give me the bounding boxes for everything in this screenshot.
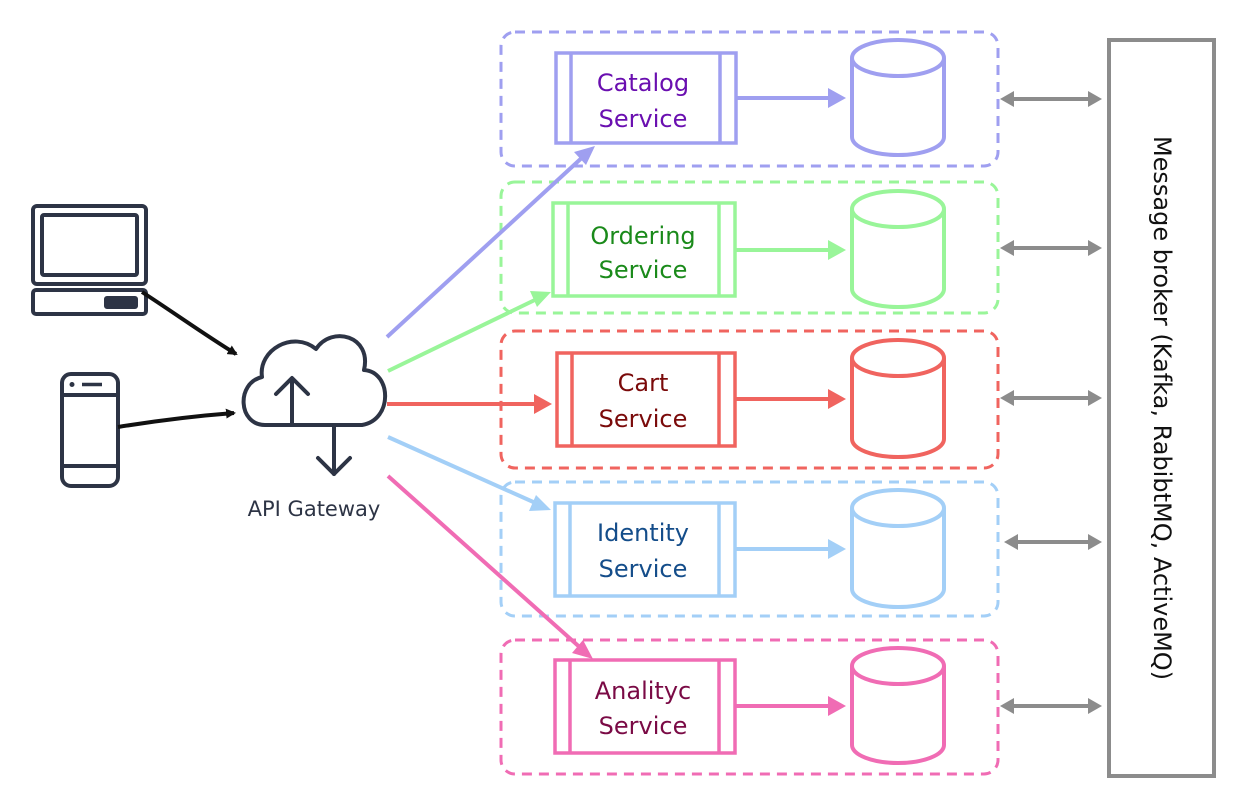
service-box <box>553 658 737 755</box>
service-to-db-arrow <box>735 389 846 409</box>
api-gateway-label: API Gateway <box>248 497 381 521</box>
database-cylinder-icon <box>850 38 946 157</box>
service-to-db-arrow <box>736 88 846 108</box>
service-box <box>551 201 737 298</box>
gateway-to-identity-arrow <box>387 435 551 511</box>
mobile-phone-icon <box>60 372 120 488</box>
broker-bidirectional-arrow <box>1000 390 1102 406</box>
service-name-line2: Service <box>599 405 688 433</box>
service-box <box>554 51 738 145</box>
service-group-border <box>499 480 1000 618</box>
database-cylinder-icon <box>850 646 946 765</box>
message-broker-box <box>1107 38 1216 778</box>
service-box <box>553 501 737 598</box>
gateway-to-cart-arrow <box>387 394 552 414</box>
svg-text:Cart: Cart <box>618 369 669 397</box>
service-name-line1: Identity <box>597 519 689 547</box>
broker-bidirectional-arrow <box>1004 534 1102 550</box>
gateway-to-ordering-arrow <box>387 291 551 373</box>
service-name-line1: Analityc <box>595 677 691 705</box>
service-name-line1: Ordering <box>590 222 695 250</box>
identity-service-group: Identity Service <box>499 480 1000 618</box>
broker-bidirectional-arrow <box>1000 240 1102 256</box>
service-group-border <box>499 638 1000 776</box>
service-name-line2: Service <box>599 256 688 284</box>
ordering-service-group: Ordering Service <box>499 180 1000 315</box>
svg-text:Analityc: Analityc <box>595 677 691 705</box>
service-group-border <box>499 329 1000 470</box>
service-group-border <box>499 180 1000 315</box>
svg-text:Service: Service <box>599 105 688 133</box>
broker-connections <box>1000 91 1102 714</box>
database-cylinder-icon <box>850 189 946 309</box>
cart-service-group: Cart Service <box>499 329 1000 470</box>
message-broker-label: Message broker (Kafka, RabibtMQ, ActiveM… <box>1148 136 1176 680</box>
service-to-db-arrow <box>735 696 846 716</box>
gateway-to-catalog-arrow <box>385 146 595 339</box>
service-name-line2: Service <box>599 712 688 740</box>
svg-text:Service: Service <box>599 256 688 284</box>
database-cylinder-icon <box>850 338 946 459</box>
service-to-db-arrow <box>735 240 846 260</box>
svg-text:Message broker (Kafka, RabibtM: Message broker (Kafka, RabibtMQ, ActiveM… <box>1148 136 1176 680</box>
service-name-line1: Catalog <box>597 69 689 97</box>
cloud-gateway-icon <box>241 334 387 476</box>
gateway-to-analityc-arrow <box>386 474 593 659</box>
catalog-service-group: Catalog Service <box>499 30 1000 168</box>
service-name-line2: Service <box>599 105 688 133</box>
desktop-computer-icon <box>31 204 148 316</box>
service-name-line2: Service <box>599 555 688 583</box>
mobile-to-gateway-arrow <box>117 408 236 429</box>
svg-text:Catalog: Catalog <box>597 69 689 97</box>
service-box <box>555 351 737 448</box>
service-to-db-arrow <box>735 539 846 559</box>
broker-bidirectional-arrow <box>1000 698 1102 714</box>
svg-text:Identity: Identity <box>597 519 689 547</box>
service-group-border <box>499 30 1000 168</box>
broker-bidirectional-arrow <box>1000 91 1102 107</box>
svg-text:Service: Service <box>599 555 688 583</box>
svg-text:Service: Service <box>599 712 688 740</box>
analityc-service-group: Analityc Service <box>499 638 1000 776</box>
service-name-line1: Cart <box>618 369 669 397</box>
svg-text:Ordering: Ordering <box>590 222 695 250</box>
desktop-to-gateway-arrow <box>140 290 238 356</box>
database-cylinder-icon <box>850 488 946 609</box>
svg-text:Service: Service <box>599 405 688 433</box>
